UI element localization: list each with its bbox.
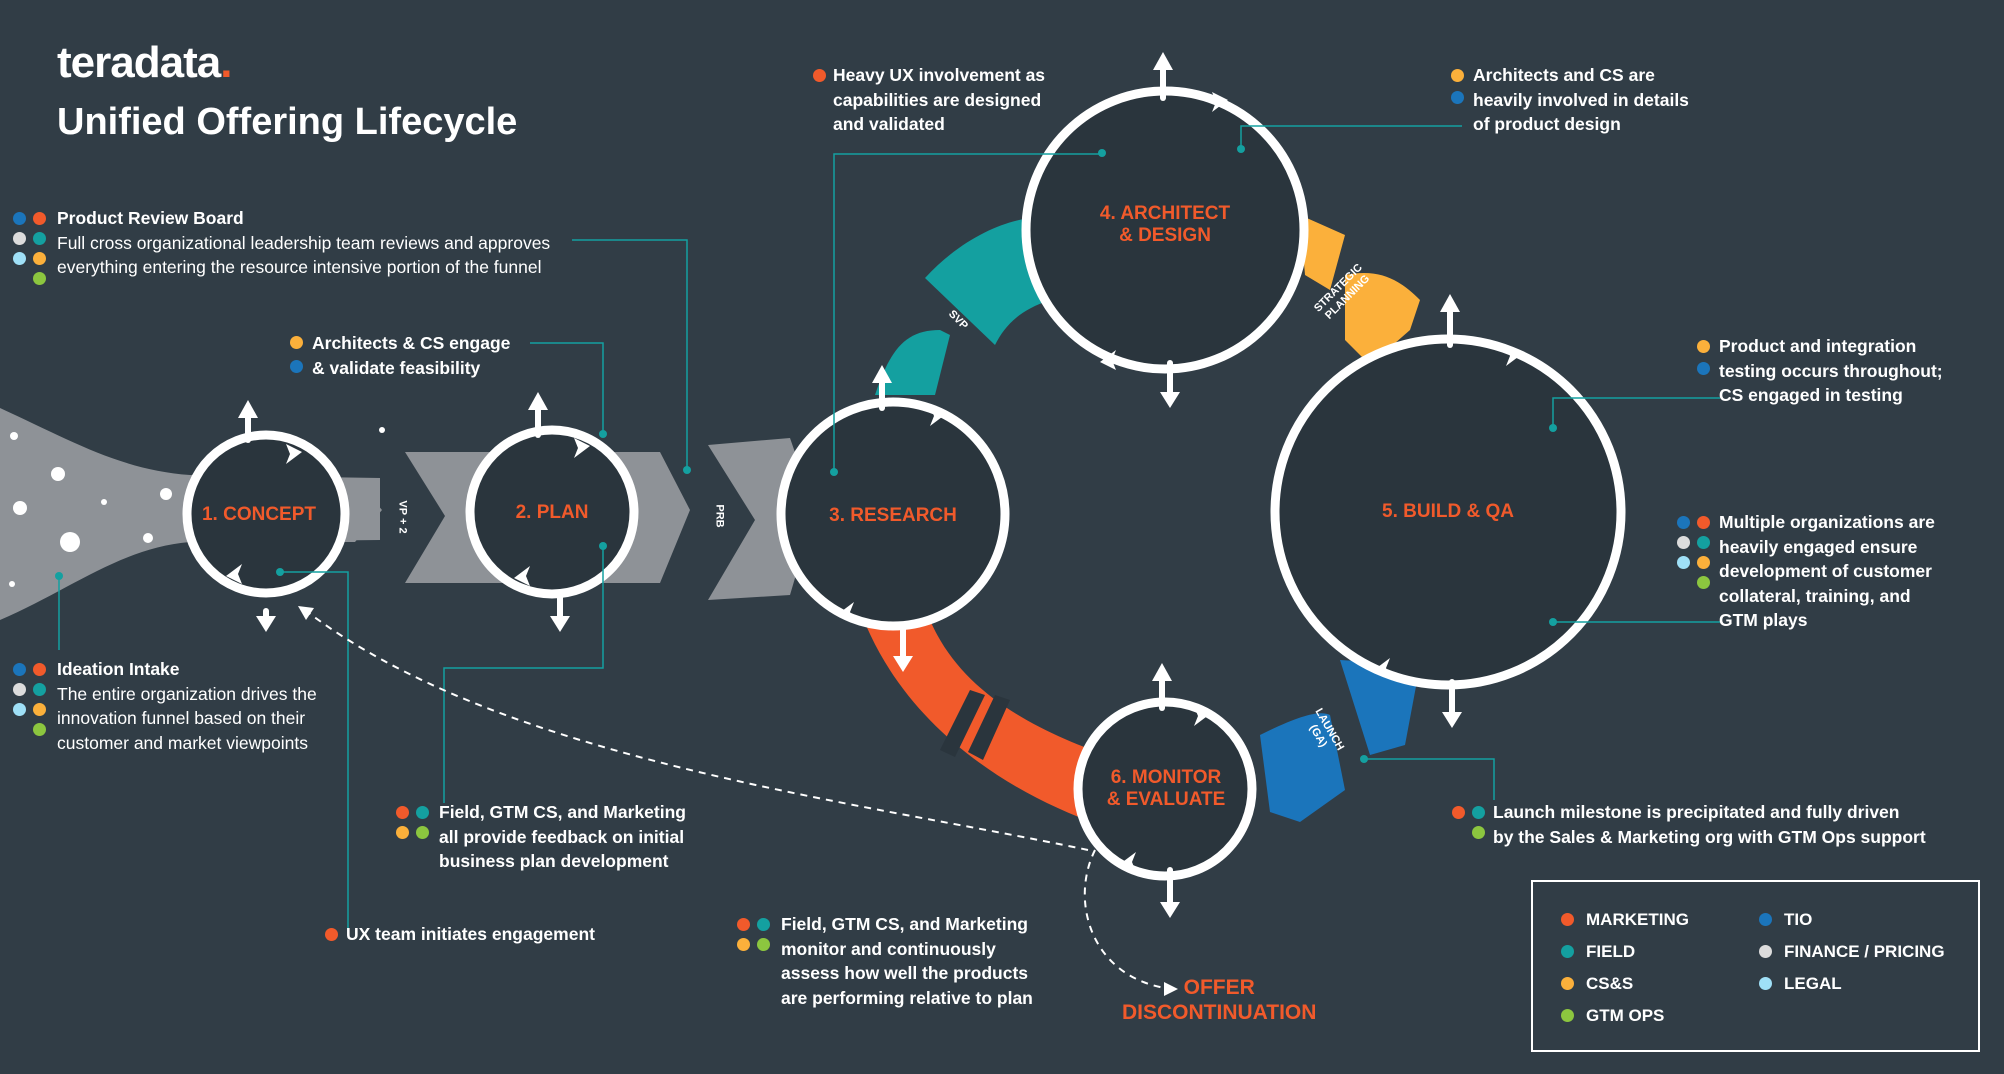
- dot-legal: [1759, 977, 1772, 990]
- dot-finance: [13, 232, 26, 245]
- band-chevron-marks: [940, 690, 1010, 760]
- dot-tio: [13, 663, 26, 676]
- dot-tio: [13, 212, 26, 225]
- stage-label-research: 3. RESEARCH: [829, 505, 957, 526]
- annotation-arch-design: Architects and CS are heavily involved i…: [1473, 65, 1689, 134]
- dot-finance: [13, 683, 26, 696]
- dot-css: [33, 703, 46, 716]
- teradata-logo: teradata.: [57, 38, 232, 87]
- dot-tio: [1697, 362, 1710, 375]
- dot-css: [1451, 69, 1464, 82]
- band-svp-teal: [875, 330, 950, 395]
- annotation-feedback: Field, GTM CS, and Marketing all provide…: [439, 802, 686, 871]
- dot-legal: [13, 703, 26, 716]
- callout-lines: [58, 125, 1720, 933]
- dot-legal: [1677, 556, 1690, 569]
- dot-field: [1697, 536, 1710, 549]
- dot-css: [737, 938, 750, 951]
- annotation-heavy-ux: Heavy UX involvement as capabilities are…: [833, 65, 1046, 134]
- dot-field: [33, 232, 46, 245]
- annotation-ideation: Ideation Intake The entire organization …: [57, 659, 317, 753]
- band-launch-tio: [1260, 660, 1420, 822]
- dot-field: [416, 806, 429, 819]
- dot-field: [757, 918, 770, 931]
- stage-label-build: 5. BUILD & QA: [1382, 501, 1514, 522]
- dot-css: [1697, 340, 1710, 353]
- feedback-arrowhead: [298, 606, 314, 620]
- gate-vp2: VP + 2: [396, 500, 409, 534]
- dot-tio: [1759, 913, 1772, 926]
- dot-marketing: [33, 663, 46, 676]
- annotation-architects-cs: Architects & CS engage & validate feasib…: [312, 333, 511, 378]
- research-circle: [776, 397, 1010, 631]
- dot-marketing: [396, 806, 409, 819]
- dot-css: [1697, 556, 1710, 569]
- dot-marketing: [1561, 913, 1574, 926]
- dot-gtm-ops: [33, 723, 46, 736]
- legend: MARKETING FIELD CS&S GTM OPS TIO FINANCE…: [1531, 880, 1980, 1052]
- legend-item-css: CS&S: [1561, 974, 1633, 994]
- concept-circle: [182, 430, 350, 598]
- dot-css: [1561, 977, 1574, 990]
- dot-finance: [1759, 945, 1772, 958]
- dot-tio: [290, 360, 303, 373]
- dot-tio: [1451, 91, 1464, 104]
- ring-arrowheads: [226, 52, 1522, 918]
- dot-gtm-ops: [1472, 826, 1485, 839]
- dot-marketing: [1452, 806, 1465, 819]
- dot-field: [1472, 806, 1485, 819]
- annotation-monitor: Field, GTM CS, and Marketing monitor and…: [781, 914, 1033, 1008]
- dot-field: [1561, 945, 1574, 958]
- band-svp-upper: [925, 218, 1050, 345]
- band-strategic: [1300, 215, 1420, 365]
- annotation-prb: Product Review Board Full cross organiza…: [57, 208, 551, 277]
- dot-finance: [1677, 536, 1690, 549]
- stage-label-monitor: 6. MONITOR& EVALUATE: [1106, 767, 1226, 810]
- annotation-ux: UX team initiates engagement: [346, 924, 595, 944]
- dot-gtm-ops: [1561, 1009, 1574, 1022]
- plan-circle: [465, 425, 639, 599]
- dot-marketing: [1697, 516, 1710, 529]
- dot-css: [290, 336, 303, 349]
- feedback-dashed-arrow: [304, 609, 1089, 851]
- dot-css: [33, 252, 46, 265]
- legend-item-tio: TIO: [1759, 910, 1812, 930]
- dot-gtm-ops: [757, 938, 770, 951]
- gate-prb: PRB: [713, 504, 726, 528]
- dot-gtm-ops: [416, 826, 429, 839]
- dot-marketing: [737, 918, 750, 931]
- offer-discontinuation: OFFER DISCONTINUATION: [1122, 976, 1317, 1024]
- funnel-bubbles: [9, 432, 172, 587]
- stage-label-concept: 1. CONCEPT: [201, 504, 317, 525]
- dot-legal: [13, 252, 26, 265]
- legend-item-field: FIELD: [1561, 942, 1635, 962]
- discontinue-arrowhead: [1164, 982, 1178, 996]
- legend-item-legal: LEGAL: [1759, 974, 1842, 994]
- dot-gtm-ops: [33, 272, 46, 285]
- annotation-multiple: Multiple organizations are heavily engag…: [1719, 512, 1935, 630]
- dot-tio: [1677, 516, 1690, 529]
- dot-field: [33, 683, 46, 696]
- annotation-launch: Launch milestone is precipitated and ful…: [1493, 802, 1926, 847]
- legend-item-marketing: MARKETING: [1561, 910, 1689, 930]
- legend-item-gtm-ops: GTM OPS: [1561, 1006, 1664, 1026]
- page-title: Unified Offering Lifecycle: [57, 101, 518, 143]
- dot-css: [396, 826, 409, 839]
- dot-marketing: [325, 928, 338, 941]
- annotation-testing: Product and integration testing occurs t…: [1719, 336, 1943, 405]
- stage-label-architect: 4. ARCHITECT& DESIGN: [1099, 203, 1231, 246]
- dot-marketing: [813, 69, 826, 82]
- legend-item-finance: FINANCE / PRICING: [1759, 942, 1945, 962]
- dot-marketing: [33, 212, 46, 225]
- callout-nodes: [55, 145, 1557, 763]
- dot-gtm-ops: [1697, 576, 1710, 589]
- stage-label-plan: 2. PLAN: [515, 502, 589, 523]
